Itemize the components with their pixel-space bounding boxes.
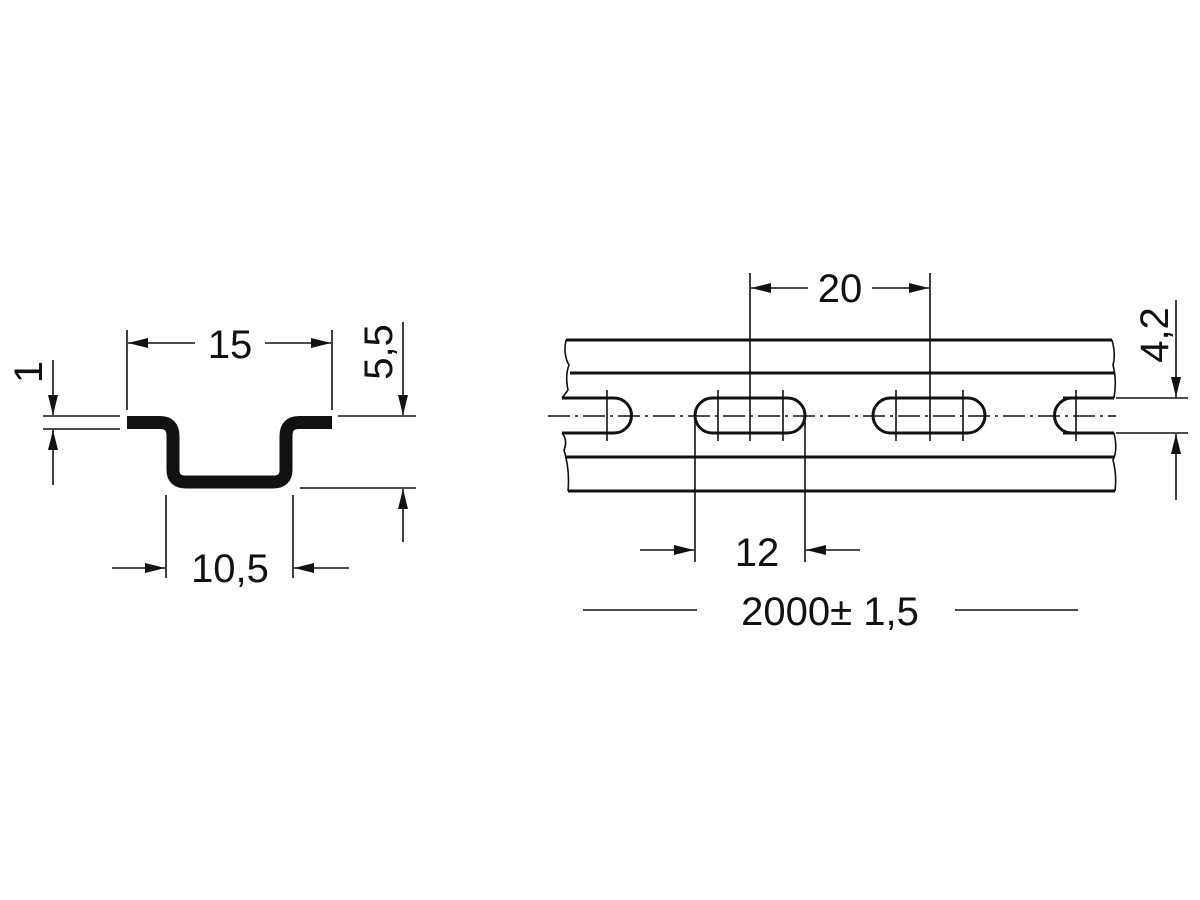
dimension-rail-length: 2000± 1,5 [583, 590, 1078, 634]
profile-view: 15 1 5,5 10,5 [7, 322, 416, 591]
dim-label-channel-width: 10,5 [191, 547, 269, 591]
dimension-top-width: 15 [126, 323, 333, 410]
dimension-slot-pitch: 20 [749, 267, 931, 441]
dimension-thickness: 1 [7, 360, 120, 485]
dim-label-slot-pitch: 20 [818, 267, 863, 311]
rail-cross-section [127, 416, 332, 489]
dim-label-top-width: 15 [208, 323, 253, 367]
dim-label-rail-length: 2000± 1,5 [741, 590, 919, 634]
slot-band-edge [562, 396, 1114, 435]
break-line-right [1111, 339, 1117, 492]
dim-label-slot-width: 4,2 [1133, 307, 1177, 363]
dim-label-slot-length: 12 [735, 531, 780, 575]
dimension-height: 5,5 [300, 322, 416, 542]
break-line-left [561, 339, 570, 492]
dim-label-height: 5,5 [357, 324, 401, 380]
dim-label-thickness: 1 [7, 361, 51, 383]
dimension-slot-length: 12 [640, 418, 860, 575]
dimension-slot-width: 4,2 [1116, 300, 1188, 500]
dimension-channel-width: 10,5 [112, 495, 349, 591]
top-view: 20 12 4,2 2000± 1,5 [548, 267, 1188, 634]
